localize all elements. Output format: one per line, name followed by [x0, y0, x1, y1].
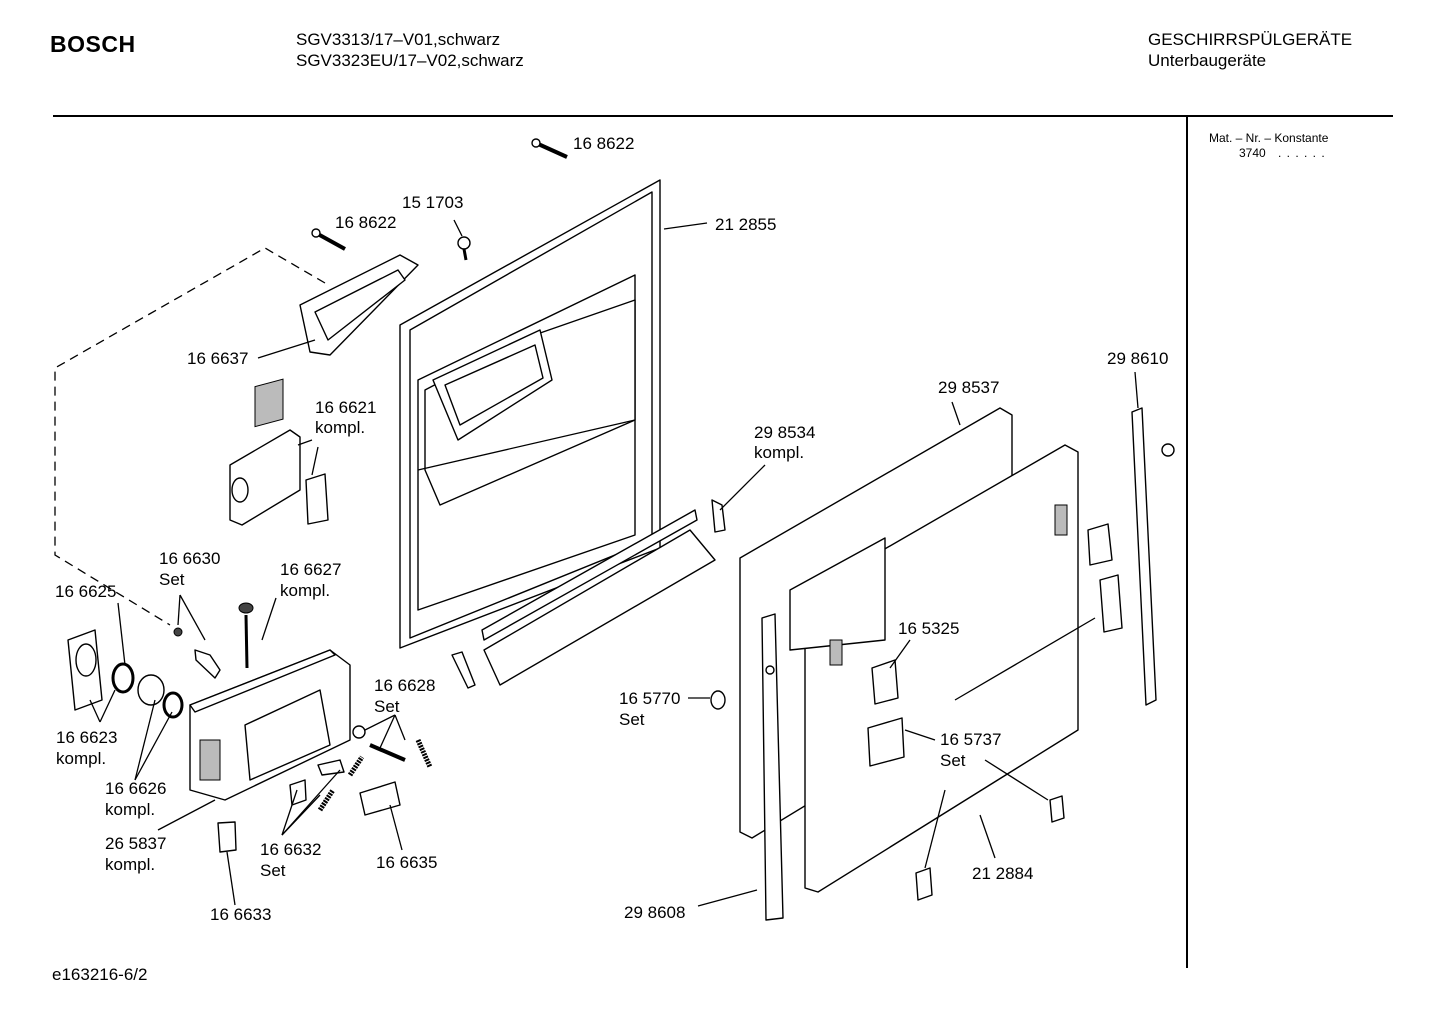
- ring-166623: [111, 662, 135, 694]
- bracket-165737-a: [1087, 523, 1113, 566]
- knob-166626: [137, 674, 184, 719]
- category-subtitle: Unterbaugeräte: [1148, 51, 1267, 70]
- handle-strip: [451, 499, 726, 689]
- label-166630-sub: Set: [159, 570, 185, 589]
- mat-nr-dots: . . . . . .: [1278, 146, 1326, 160]
- label-165770: 16 5770: [619, 689, 680, 708]
- screw-151703: [457, 236, 471, 261]
- label-166625: 16 6625: [55, 582, 116, 601]
- label-166632-sub: Set: [260, 861, 286, 880]
- assembly-dashed-line: [54, 247, 326, 626]
- label-151703: 15 1703: [402, 193, 463, 212]
- label-166623: 16 6623: [56, 728, 117, 747]
- parts-166632: [289, 755, 365, 812]
- side-rail-298610: [1131, 407, 1175, 706]
- lever-166630: [194, 649, 221, 679]
- pin-166627: [238, 602, 254, 669]
- mat-nr-value: 3740: [1239, 146, 1266, 160]
- category-title: GESCHIRRSPÜLGERÄTE: [1148, 30, 1353, 49]
- label-298534: 29 8534: [754, 423, 815, 442]
- control-panel-housing: [189, 649, 351, 801]
- drawing-id: e163216-6/2: [52, 965, 148, 984]
- bracket-165737-b: [1099, 574, 1123, 633]
- brand-logo: BOSCH: [50, 31, 136, 57]
- label-298537: 29 8537: [938, 378, 999, 397]
- spring-166630: [173, 627, 183, 637]
- inner-door-panel: [399, 179, 661, 649]
- label-166623-sub: kompl.: [56, 749, 106, 768]
- clip-165737-c: [1049, 795, 1065, 823]
- knob-165770: [710, 690, 726, 710]
- parts-166628: [352, 725, 433, 769]
- detergent-dispenser: [229, 378, 329, 526]
- label-166632: 16 6632: [260, 840, 321, 859]
- clip-166633: [217, 821, 237, 853]
- side-strip-298608: [761, 613, 784, 921]
- label-165737-sub: Set: [940, 751, 966, 770]
- label-212884: 21 2884: [972, 864, 1033, 883]
- label-265837: 26 5837: [105, 834, 166, 853]
- label-165737: 16 5737: [940, 730, 1001, 749]
- seal-frame: [299, 254, 419, 356]
- sidebar-divider: [1186, 116, 1188, 968]
- label-166637: 16 6637: [187, 349, 248, 368]
- screw-168622-left: [311, 228, 346, 251]
- label-166628-sub: Set: [374, 697, 400, 716]
- label-166630: 16 6630: [159, 549, 220, 568]
- label-212855: 21 2855: [715, 215, 776, 234]
- label-298608: 29 8608: [624, 903, 685, 922]
- clip-165737-d: [915, 867, 933, 901]
- label-166621-sub: kompl.: [315, 418, 365, 437]
- label-166626-sub: kompl.: [105, 800, 155, 819]
- screw-168622-top: [531, 138, 568, 159]
- bezel-166625: [67, 629, 103, 711]
- label-166633: 16 6633: [210, 905, 271, 924]
- label-166635: 16 6635: [376, 853, 437, 872]
- label-165770-sub: Set: [619, 710, 645, 729]
- label-168622-left: 16 8622: [335, 213, 396, 232]
- label-166627-sub: kompl.: [280, 581, 330, 600]
- label-166621: 16 6621: [315, 398, 376, 417]
- label-165325: 16 5325: [898, 619, 959, 638]
- model-line-1: SGV3313/17–V01,schwarz: [296, 30, 501, 49]
- label-298534-sub: kompl.: [754, 443, 804, 462]
- model-line-2: SGV3323EU/17–V02,schwarz: [296, 51, 524, 70]
- label-166627: 16 6627: [280, 560, 341, 579]
- label-298610: 29 8610: [1107, 349, 1168, 368]
- label-166628: 16 6628: [374, 676, 435, 695]
- switch-166635: [359, 781, 401, 816]
- header-divider: [53, 115, 1393, 117]
- label-166626: 16 6626: [105, 779, 166, 798]
- label-265837-sub: kompl.: [105, 855, 155, 874]
- label-168622-top: 16 8622: [573, 134, 634, 153]
- door-panel-212884: [789, 444, 1079, 893]
- mat-nr-label: Mat. – Nr. – Konstante: [1209, 131, 1329, 145]
- leader-lines: [89, 219, 1139, 907]
